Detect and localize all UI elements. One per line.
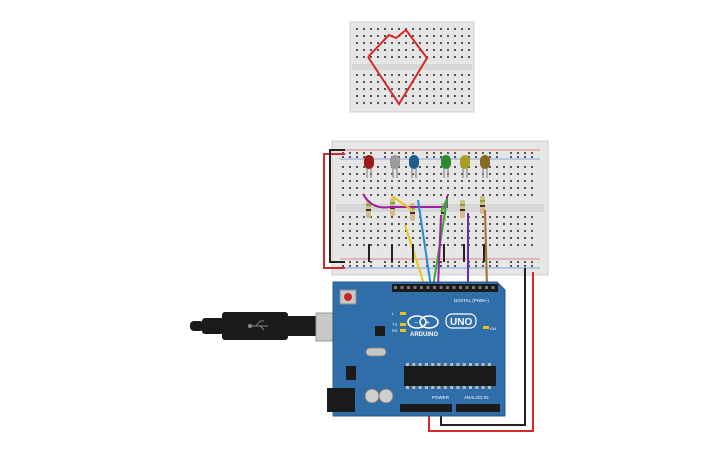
led-red[interactable]	[364, 155, 374, 178]
power-jack[interactable]	[327, 388, 355, 412]
svg-text:+: +	[426, 320, 430, 327]
digital-header-label: DIGITAL (PWM~)	[454, 298, 489, 303]
arduino-brand-text: ARDUINO	[410, 332, 438, 338]
breadboard-holes	[342, 152, 533, 267]
led-white[interactable]	[390, 155, 400, 178]
arduino-uno[interactable]: − + ARDUINO UNO DIGITAL (PWM~) POWER ANA…	[327, 281, 506, 417]
arduino-logo-icon: − +	[407, 315, 439, 329]
kite-drawing	[367, 28, 429, 106]
usb-icon	[248, 320, 268, 331]
mini-breadboard-holes	[356, 28, 470, 104]
resistor[interactable]	[480, 196, 485, 214]
led-blue[interactable]	[409, 155, 419, 178]
led-green[interactable]	[441, 155, 451, 178]
crystal-oscillator	[365, 347, 387, 357]
mini-breadboard[interactable]	[349, 21, 475, 113]
wire-black-rail[interactable]	[329, 149, 345, 263]
usb-cable[interactable]	[190, 312, 355, 342]
led-rx-label: RX	[392, 328, 398, 333]
status-leds	[400, 312, 489, 332]
capacitor	[378, 388, 394, 404]
wire-yellow-top[interactable]	[391, 195, 413, 211]
wire-red-power[interactable]	[428, 272, 534, 432]
led-group[interactable]	[364, 155, 490, 178]
resistor[interactable]	[460, 200, 465, 218]
led-l-label: L	[392, 311, 395, 316]
analog-header[interactable]	[456, 404, 500, 412]
arduino-model-text: UNO	[450, 317, 472, 328]
wire-yellow[interactable]	[404, 224, 426, 288]
power-label: POWER	[432, 395, 450, 400]
microcontroller-chip	[404, 366, 496, 386]
capacitor	[364, 388, 380, 404]
analog-in-label: ANALOG IN	[464, 395, 489, 400]
resistor[interactable]	[410, 203, 415, 221]
led-yellow[interactable]	[460, 155, 470, 178]
power-header[interactable]	[400, 404, 452, 412]
digital-header[interactable]	[392, 284, 498, 292]
wire-red-rail[interactable]	[323, 153, 345, 269]
wire-blue[interactable]	[417, 199, 432, 288]
wire-magenta-down[interactable]	[437, 214, 442, 288]
resistor[interactable]	[366, 200, 371, 218]
wire-magenta[interactable]	[362, 193, 448, 209]
on-label: ON	[490, 326, 496, 331]
led-tx-label: TX	[392, 322, 397, 327]
wire-brown[interactable]	[484, 209, 488, 288]
svg-text:−: −	[414, 320, 418, 327]
led-orange[interactable]	[480, 155, 490, 178]
